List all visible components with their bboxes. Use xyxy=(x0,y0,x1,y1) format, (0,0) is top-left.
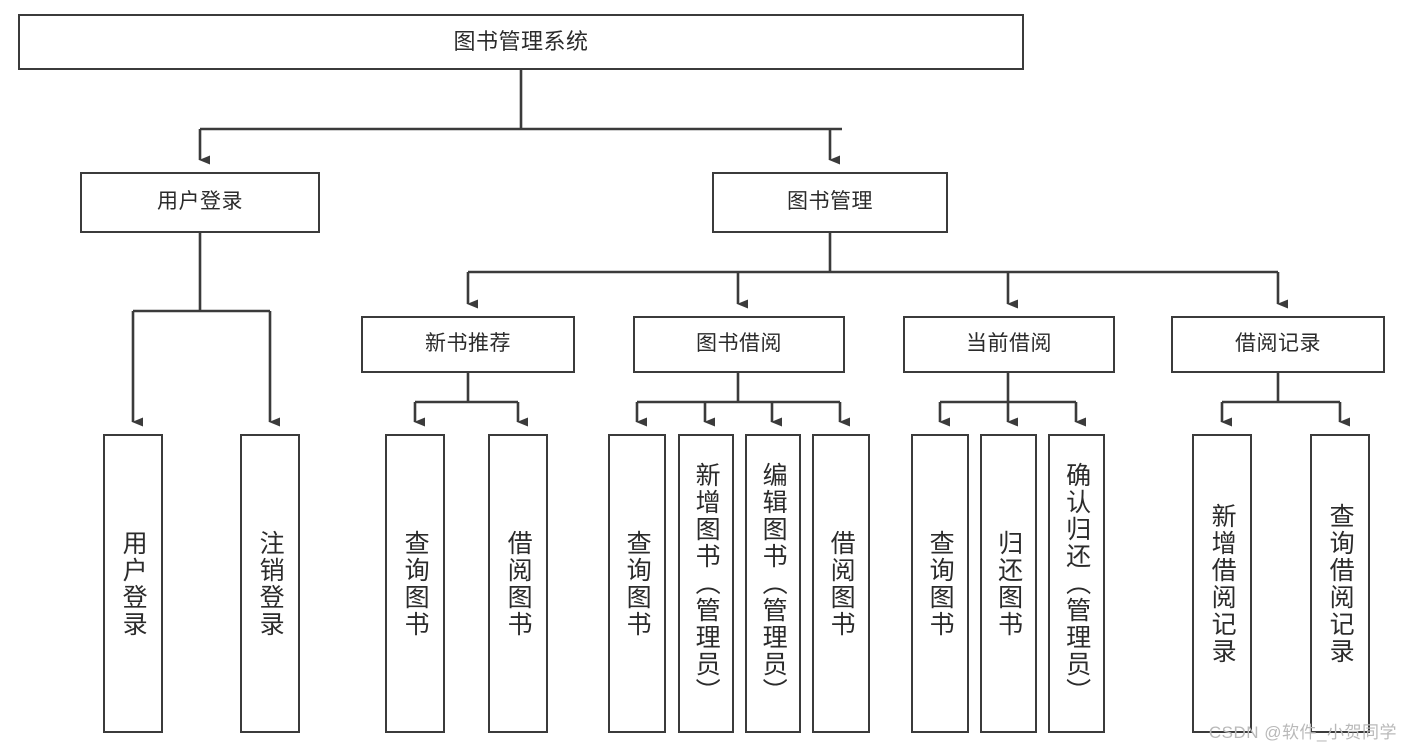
node-label: 借阅记录 xyxy=(1235,332,1321,356)
node-label: 新增借阅记录 xyxy=(1208,502,1237,665)
leaf-borrow-record-query-record[interactable]: 查询借阅记录 xyxy=(1310,434,1370,733)
leaf-new-book-borrow-books[interactable]: 借阅图书 xyxy=(488,434,548,733)
csdn-watermark: CSDN @软件_小贺同学 xyxy=(1208,723,1397,742)
node-label: 新书推荐 xyxy=(425,332,511,356)
leaf-book-borrow-query-books[interactable]: 查询图书 xyxy=(608,434,666,733)
node-label: 图书管理 xyxy=(787,190,873,214)
node-label: 归还图书 xyxy=(994,529,1023,638)
leaf-user-login-login[interactable]: 用户登录 xyxy=(103,434,163,733)
leaf-current-borrow-confirm-return-admin[interactable]: 确认归还（管理员） xyxy=(1048,434,1105,733)
node-label: 用户登录 xyxy=(157,190,243,214)
node-label: 查询图书 xyxy=(926,529,955,638)
leaf-current-borrow-query-books[interactable]: 查询图书 xyxy=(911,434,969,733)
node-user-login[interactable]: 用户登录 xyxy=(80,172,320,233)
node-book-borrowing[interactable]: 图书借阅 xyxy=(633,316,845,373)
node-label: 确认归还（管理员） xyxy=(1062,462,1091,705)
node-label: 新增图书（管理员） xyxy=(692,462,721,705)
node-borrowing-records[interactable]: 借阅记录 xyxy=(1171,316,1385,373)
leaf-new-book-query-books[interactable]: 查询图书 xyxy=(385,434,445,733)
leaf-current-borrow-return-books[interactable]: 归还图书 xyxy=(980,434,1037,733)
leaf-book-borrow-add-book-admin[interactable]: 新增图书（管理员） xyxy=(678,434,734,733)
node-label: 查询图书 xyxy=(623,529,652,638)
node-label: 借阅图书 xyxy=(504,529,533,638)
node-label: 图书管理系统 xyxy=(453,29,589,55)
node-label: 用户登录 xyxy=(119,529,148,638)
node-label: 查询借阅记录 xyxy=(1326,502,1355,665)
leaf-user-login-logout[interactable]: 注销登录 xyxy=(240,434,300,733)
node-label: 当前借阅 xyxy=(966,332,1052,356)
leaf-book-borrow-borrow-books[interactable]: 借阅图书 xyxy=(812,434,870,733)
leaf-borrow-record-add-record[interactable]: 新增借阅记录 xyxy=(1192,434,1252,733)
node-label: 编辑图书（管理员） xyxy=(759,462,788,705)
node-root-library-management-system[interactable]: 图书管理系统 xyxy=(18,14,1024,70)
leaf-book-borrow-edit-book-admin[interactable]: 编辑图书（管理员） xyxy=(745,434,801,733)
node-current-borrowing[interactable]: 当前借阅 xyxy=(903,316,1115,373)
node-label: 图书借阅 xyxy=(696,332,782,356)
node-new-book-recommendation[interactable]: 新书推荐 xyxy=(361,316,575,373)
node-label: 注销登录 xyxy=(256,529,285,638)
node-label: 借阅图书 xyxy=(827,529,856,638)
node-book-management[interactable]: 图书管理 xyxy=(712,172,948,233)
node-label: 查询图书 xyxy=(401,529,430,638)
